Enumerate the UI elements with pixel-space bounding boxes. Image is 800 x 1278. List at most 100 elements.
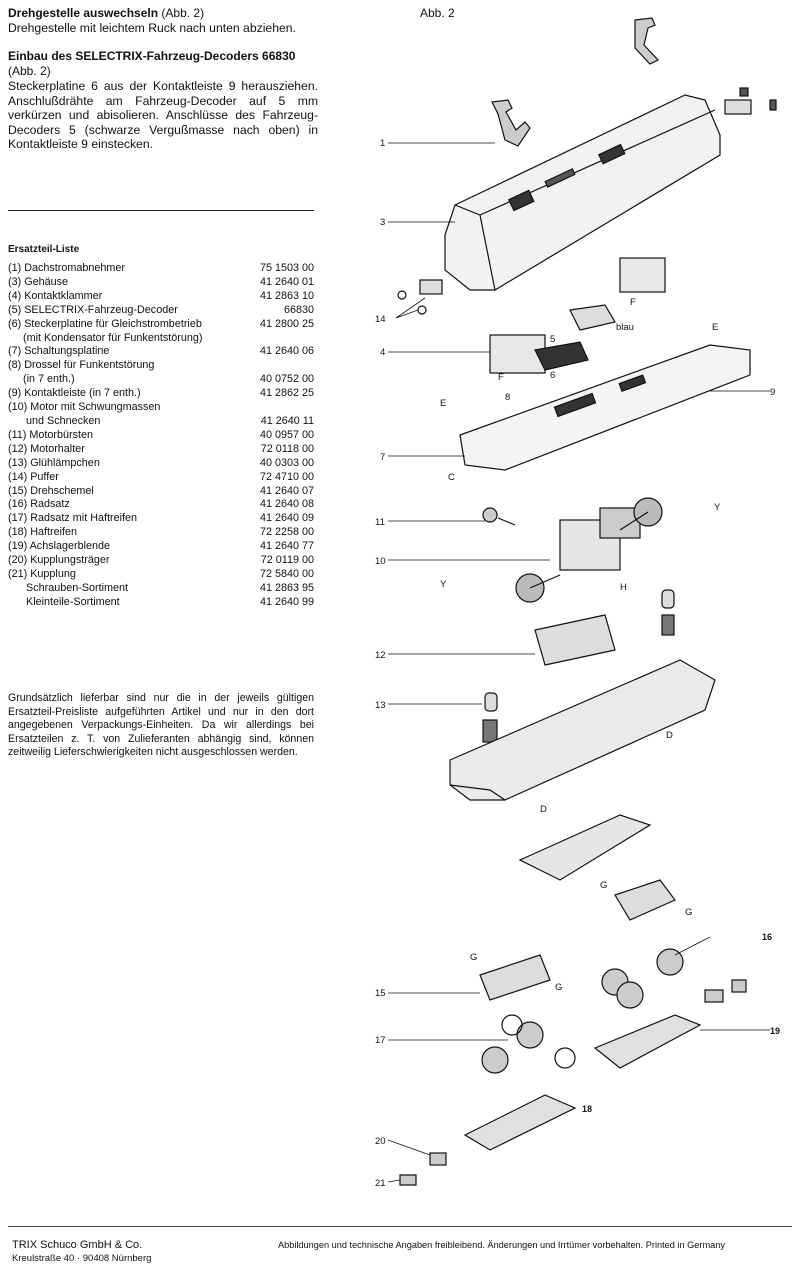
bottom-plate <box>518 814 652 881</box>
part-name: (16) Radsatz <box>8 498 70 511</box>
callout-12: 12 <box>375 650 386 661</box>
motor-holder <box>534 614 616 666</box>
callout-20: 20 <box>375 1136 386 1147</box>
part-number: 40 0957 00 <box>259 428 314 441</box>
locomotive-housing <box>444 94 721 291</box>
section-title-bogie: Drehgestelle auswechseln (Abb. 2) <box>8 6 205 20</box>
circuit-board <box>459 344 751 471</box>
part-number: 41 2640 08 <box>259 498 314 511</box>
part-number <box>244 332 314 346</box>
buffer-icon <box>724 87 777 115</box>
part-number: 40 0303 00 <box>259 456 314 469</box>
pantograph-icon <box>491 99 531 147</box>
wheelset <box>481 948 684 1074</box>
exploded-view-diagram: 1 3 14 4 5 6 9 8 7 11 10 12 13 16 15 17 … <box>375 17 780 1189</box>
callout-21: 21 <box>375 1178 386 1189</box>
callout-16: 16 <box>762 932 772 942</box>
part-number: 41 2640 11 <box>260 414 314 427</box>
part-number: 41 2640 99 <box>259 595 314 608</box>
section-text-decoder: Steckerplatine 6 aus der Kontaktleiste 9… <box>8 79 318 152</box>
wire-color-label: blau <box>616 322 634 333</box>
part-name: (7) Schaltungsplatine <box>8 345 110 358</box>
axle-bearing-cover <box>463 1014 702 1151</box>
parts-row: (9) Kontaktleiste (in 7 enth.)41 2862 25 <box>8 387 314 401</box>
callout-11: 11 <box>375 517 385 528</box>
part-name: (in 7 enth.) <box>8 373 75 386</box>
callout-G-4: G <box>555 982 562 993</box>
figure-label: Abb. 2 <box>420 6 455 20</box>
parts-row: (14) Puffer 72 4710 00 <box>8 471 314 485</box>
callout-G-2: G <box>685 907 692 918</box>
callout-C: C <box>448 472 455 483</box>
callout-F-right: F <box>630 297 636 308</box>
callout-D-1: D <box>666 730 673 741</box>
callout-13: 13 <box>375 700 386 711</box>
part-number: 41 2640 77 <box>259 540 314 553</box>
part-number: 41 2640 07 <box>259 484 314 497</box>
part-name: (12) Motorhalter <box>8 442 85 455</box>
part-name: (10) Motor mit Schwungmassen <box>8 401 161 414</box>
buffer-icon <box>397 279 443 315</box>
section-text-bogie: Drehgestelle mit leichtem Ruck nach unte… <box>8 21 296 35</box>
callout-1: 1 <box>380 138 385 149</box>
part-number: 40 0752 00 <box>259 373 314 386</box>
part-number: 41 2640 06 <box>259 345 314 358</box>
parts-row: (13) Glühlämpchen 40 0303 00 <box>8 457 314 471</box>
parts-row: (mit Kondensator für Funkentstörung) <box>8 332 314 346</box>
callout-D-2: D <box>540 804 547 815</box>
part-name: (19) Achslagerblende <box>8 540 111 553</box>
part-name: (1) Dachstromabnehmer <box>8 262 126 274</box>
part-name: (18) Haftreifen <box>8 526 78 539</box>
section-title-decoder: Einbau des SELECTRIX-Fahrzeug-Decoders 6… <box>8 49 296 79</box>
callout-14: 14 <box>375 314 386 325</box>
part-name: (13) Glühlämpchen <box>8 456 100 469</box>
divider <box>8 210 314 211</box>
part-number: 41 2862 25 <box>259 387 314 400</box>
callout-E-right: E <box>712 322 718 333</box>
part-number: 72 4710 00 <box>259 470 314 483</box>
part-name: (6) Steckerplatine für Gleichstrombetrie… <box>8 317 202 330</box>
parts-row: (1) Dachstromabnehmer 75 1503 00 <box>8 262 314 276</box>
callout-G-3: G <box>470 952 477 963</box>
motor <box>515 497 663 603</box>
part-number: 72 5840 00 <box>259 567 314 580</box>
part-name: (8) Drossel für Funkentstörung <box>8 359 155 372</box>
part-number: 72 0119 00 <box>260 554 314 567</box>
part-name: Schrauben-Sortiment <box>8 581 129 594</box>
callout-18: 18 <box>582 1104 592 1114</box>
part-name: (14) Puffer <box>8 470 59 483</box>
parts-row: (7) Schaltungsplatine 41 2640 06 <box>8 345 314 359</box>
callout-4: 4 <box>380 347 385 358</box>
bogie-pivot <box>479 879 676 1001</box>
footer-company: TRIX Schuco GmbH & Co. Kreulstraße 40 · … <box>12 1238 151 1266</box>
callout-15: 15 <box>375 988 386 999</box>
coupling-icon <box>399 979 747 1186</box>
parts-row: (in 7 enth.) 40 0752 00 <box>8 373 314 387</box>
callout-F-left: F <box>498 372 504 383</box>
parts-row: (16) Radsatz 41 2640 08 <box>8 498 314 512</box>
part-number: 75 1503 00 <box>259 262 314 274</box>
parts-list-title: Ersatzteil-Liste <box>8 244 80 255</box>
contact-clamp <box>489 257 666 374</box>
part-name: Kleinteile-Sortiment <box>8 595 120 608</box>
callout-Y-right: Y <box>714 502 721 513</box>
callout-17: 17 <box>375 1035 386 1046</box>
decoder-board <box>534 304 616 371</box>
part-number: 41 2640 09 <box>259 512 314 525</box>
footer-divider <box>8 1226 792 1227</box>
callout-10: 10 <box>375 556 386 567</box>
part-name: (11) Motorbürsten <box>8 428 94 441</box>
part-number <box>244 359 314 373</box>
callout-E-left: E <box>440 398 446 409</box>
callout-3: 3 <box>380 217 385 228</box>
parts-row: (6) Steckerplatine für Gleichstrombetrie… <box>8 318 314 332</box>
parts-row: (10) Motor mit Schwungmassen <box>8 401 314 415</box>
